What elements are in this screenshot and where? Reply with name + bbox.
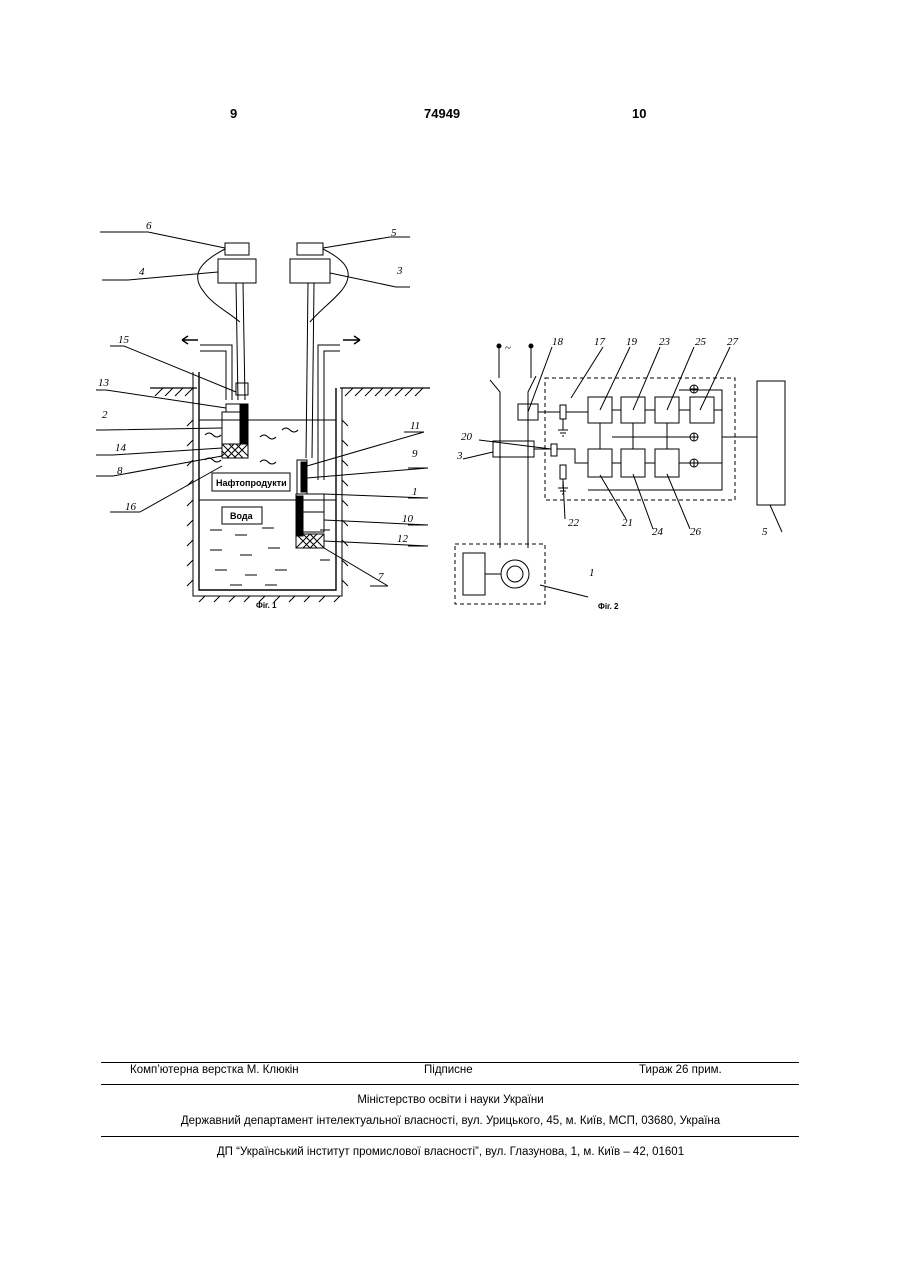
fig1-callout: 16 bbox=[125, 501, 137, 513]
fig1-ground-hatch bbox=[155, 388, 423, 396]
footer-circulation: Тираж 26 прим. bbox=[639, 1064, 722, 1076]
fig1-pipe-left bbox=[200, 345, 232, 400]
fig2-caption: Фіг. 2 bbox=[598, 602, 619, 611]
fig1-oil-label: Нафтопродукти bbox=[216, 478, 287, 488]
figure-1-diagram: Нафтопродукти Вода bbox=[96, 232, 430, 602]
fig2-resistor-bottom bbox=[560, 465, 566, 479]
fig1-callout: 6 bbox=[146, 220, 152, 232]
figure-2-diagram bbox=[455, 344, 785, 604]
fig2-callout: 17 bbox=[594, 336, 606, 348]
footer-institute: ДП “Український інститут промислової вла… bbox=[0, 1146, 901, 1158]
fig2-callout: 1 bbox=[589, 567, 595, 579]
fig1-callout: 2 bbox=[102, 409, 108, 421]
fig1-pump-shaft-right bbox=[296, 496, 303, 536]
fig1-callout: 1 bbox=[412, 486, 418, 498]
fig2-resistor-20 bbox=[551, 444, 557, 456]
fig2-motor-box bbox=[463, 553, 485, 595]
fig1-callout: 4 bbox=[139, 266, 145, 278]
fig2-callout: 22 bbox=[568, 517, 580, 529]
fig2-callout: 5 bbox=[762, 526, 768, 538]
fig1-box-3 bbox=[290, 259, 330, 283]
fig1-oil-waves bbox=[205, 428, 298, 464]
fig2-leaders bbox=[463, 347, 782, 597]
footer-rule-bottom bbox=[101, 1136, 799, 1137]
fig2-motor-inner bbox=[507, 566, 523, 582]
fig1-callout: 5 bbox=[391, 227, 397, 239]
fig2-ac-symbol: ~ bbox=[505, 342, 511, 354]
fig1-float-core bbox=[301, 462, 306, 492]
fig2-block-26 bbox=[655, 449, 679, 477]
fig2-callout: 19 bbox=[626, 336, 638, 348]
fig2-callout: 26 bbox=[690, 526, 702, 538]
fig2-block-5 bbox=[757, 381, 785, 505]
fig2-callout: 27 bbox=[727, 336, 739, 348]
fig1-callout: 12 bbox=[397, 533, 409, 545]
fig2-motor-outer bbox=[501, 560, 529, 588]
fig2-callout: 23 bbox=[659, 336, 671, 348]
fig1-rod-right bbox=[306, 283, 314, 458]
fig1-callout: 10 bbox=[402, 513, 414, 525]
fig1-callout: 9 bbox=[412, 448, 418, 460]
footer-department: Державний департамент інтелектуальної вл… bbox=[0, 1115, 901, 1127]
fig2-callout: 25 bbox=[695, 336, 707, 348]
fig1-callout: 8 bbox=[117, 465, 123, 477]
fig1-callout: 14 bbox=[115, 442, 127, 454]
fig2-ground-top bbox=[558, 419, 568, 436]
fig1-callout: 15 bbox=[118, 334, 130, 346]
fig2-block-27 bbox=[690, 397, 714, 423]
fig2-callout: 18 bbox=[552, 336, 564, 348]
fig2-supply-lines bbox=[499, 346, 531, 378]
fig1-pump-shaft-left bbox=[240, 404, 248, 444]
fig2-callout: 21 bbox=[622, 517, 633, 529]
fig2-block-21 bbox=[588, 449, 612, 477]
footer-typesetting: Комп’ютерна верстка М. Клюкін bbox=[130, 1064, 299, 1076]
fig1-arrow-left bbox=[182, 336, 198, 344]
fig1-arrow-right bbox=[343, 336, 360, 344]
fig1-box-5 bbox=[297, 243, 323, 255]
fig2-callout: 3 bbox=[456, 450, 463, 462]
fig1-filter-14 bbox=[222, 444, 248, 458]
fig1-leader-stubs bbox=[96, 232, 428, 586]
fig1-rod-left bbox=[236, 283, 245, 400]
fig1-cable-right bbox=[310, 249, 348, 322]
fig1-callout: 3 bbox=[396, 265, 403, 277]
fig1-box-4 bbox=[218, 259, 256, 283]
fig1-water-label: Вода bbox=[230, 511, 254, 521]
fig1-caption: Фіг. 1 bbox=[256, 601, 277, 610]
fig2-resistor-top bbox=[560, 405, 566, 419]
fig1-callout: 11 bbox=[410, 420, 420, 432]
fig1-callout: 13 bbox=[98, 377, 110, 389]
fig1-filter-hatch-left bbox=[222, 444, 248, 458]
footer-rule-middle bbox=[101, 1084, 799, 1085]
fig2-callout: 20 bbox=[461, 431, 473, 443]
fig2-cable bbox=[490, 376, 536, 548]
fig1-callout: 7 bbox=[378, 571, 384, 583]
fig2-block-24 bbox=[621, 449, 645, 477]
fig1-box-6 bbox=[225, 243, 249, 255]
footer-rule-top bbox=[101, 1062, 799, 1063]
footer-ministry: Міністерство освіти і науки України bbox=[0, 1094, 901, 1106]
fig1-cable-left bbox=[198, 249, 240, 322]
footer-signed: Підписне bbox=[424, 1064, 473, 1076]
fig1-leaders bbox=[103, 232, 428, 586]
fig2-callout: 24 bbox=[652, 526, 664, 538]
